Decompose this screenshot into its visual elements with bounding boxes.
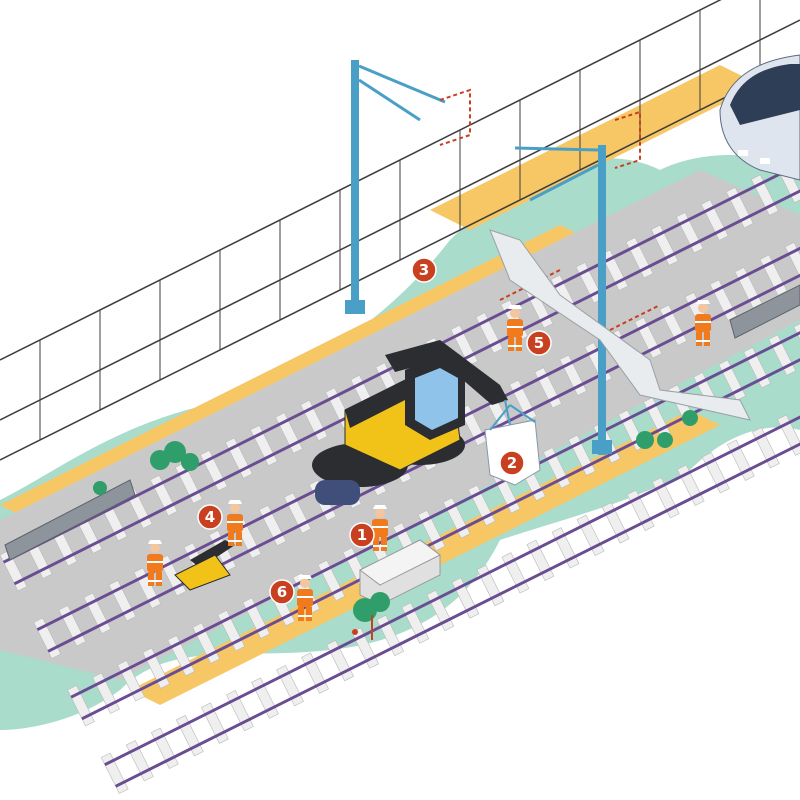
rail bbox=[104, 415, 800, 767]
worker-figure bbox=[147, 540, 163, 586]
overhead-catenary-lines bbox=[0, 0, 800, 461]
catenary-mast-right bbox=[514, 145, 612, 455]
marker-label: 6 bbox=[277, 583, 287, 601]
cable-trough-right bbox=[729, 284, 800, 339]
sleeper-stack bbox=[359, 539, 441, 606]
worker-figure bbox=[507, 305, 523, 351]
rail bbox=[81, 358, 800, 721]
rail-grinding-tool bbox=[174, 540, 235, 591]
worker-figure bbox=[297, 575, 313, 621]
rail-road-excavator bbox=[312, 340, 511, 505]
worker-figure bbox=[227, 500, 243, 546]
platform-top bbox=[430, 65, 760, 230]
marker-label: 3 bbox=[419, 261, 429, 279]
marker-circle bbox=[411, 257, 437, 283]
marker-circle bbox=[349, 522, 375, 548]
marker-label: 2 bbox=[507, 454, 517, 472]
passenger-train bbox=[719, 54, 800, 181]
marker-circle bbox=[197, 504, 223, 530]
concrete-wall bbox=[489, 229, 751, 421]
marker-6: 6 bbox=[269, 579, 295, 605]
marker-label: 5 bbox=[534, 334, 544, 352]
rail bbox=[114, 442, 800, 788]
marker-5: 5 bbox=[526, 330, 552, 356]
cable-guides bbox=[439, 88, 661, 331]
cable-trough-left bbox=[4, 479, 136, 561]
worker-figure bbox=[695, 300, 711, 346]
marker-label: 4 bbox=[205, 508, 215, 526]
numbered-markers: 1 2 3 4 5 6 bbox=[197, 257, 552, 605]
rail bbox=[2, 162, 800, 564]
catenary-mast-left bbox=[345, 60, 446, 314]
workers bbox=[147, 300, 711, 621]
marker-3: 3 bbox=[411, 257, 437, 283]
marker-circle bbox=[269, 579, 295, 605]
marker-circle bbox=[526, 330, 552, 356]
marker-2: 2 bbox=[499, 450, 525, 476]
marker-label: 1 bbox=[357, 526, 367, 544]
worker-figure bbox=[372, 505, 388, 551]
bushes bbox=[93, 410, 698, 640]
rail bbox=[36, 246, 800, 632]
marker-circle bbox=[499, 450, 525, 476]
marker-4: 4 bbox=[197, 504, 223, 530]
marker-1: 1 bbox=[349, 522, 375, 548]
